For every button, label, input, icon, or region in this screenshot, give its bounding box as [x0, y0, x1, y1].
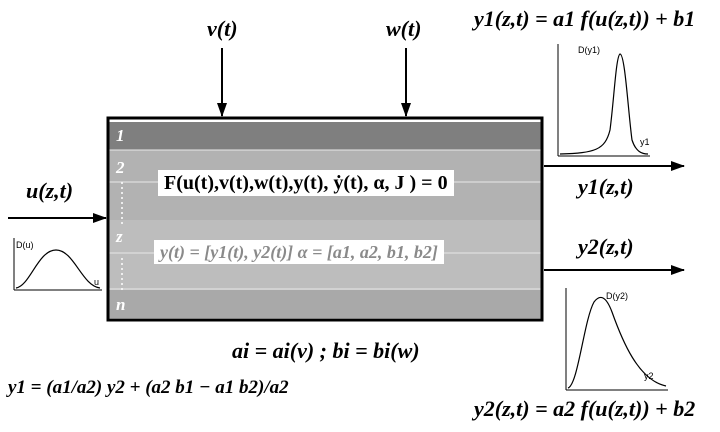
y2-distribution-curve [567, 296, 667, 389]
params-formula: ai = ai(v) ; bi = bi(w) [232, 338, 420, 363]
relation-formula: y1 = (a1/a2) y2 + (a2 b1 − a1 b2)/a2 [8, 377, 289, 398]
y1-distribution-plot [557, 44, 650, 157]
v-input-label: v(t) [207, 16, 238, 41]
y2-output-label: y2(z,t) [578, 234, 634, 259]
layer-label-1: 1 [116, 126, 125, 145]
layer-label-z: z [116, 227, 123, 246]
u-distribution-plot [13, 238, 102, 291]
y2-distribution-plot [565, 288, 668, 391]
y1-formula: y1(z,t) = a1 f(u(z,t)) + b1 [474, 6, 696, 31]
w-input-label: w(t) [386, 16, 422, 41]
process-equation: F(u(t),v(t),w(t),y(t), ẏ(t), α, J ) = 0 [158, 170, 454, 196]
y1-distribution-curve [559, 53, 649, 155]
y2-plot-ylabel: D(y2) [606, 291, 628, 301]
y1-plot-ylabel: D(y1) [578, 45, 600, 55]
layer-label-n: n [116, 295, 126, 314]
y2-formula: y2(z,t) = a2 f(u(z,t)) + b2 [474, 396, 696, 421]
layer-label-2: 2 [116, 158, 125, 177]
u-distribution-curve [15, 249, 101, 289]
y2-plot-xlabel: y2 [644, 371, 654, 381]
u-input-label: u(z,t) [26, 178, 74, 203]
process-block [106, 116, 544, 322]
u-plot-ylabel: D(u) [16, 240, 34, 250]
u-plot-xlabel: u [94, 277, 100, 287]
y1-plot-xlabel: y1 [640, 137, 650, 147]
state-equation: y(t) = [y1(t), y2(t)] α = [a1, a2, b1, b… [154, 240, 444, 264]
y1-output-label: y1(z,t) [578, 174, 634, 199]
